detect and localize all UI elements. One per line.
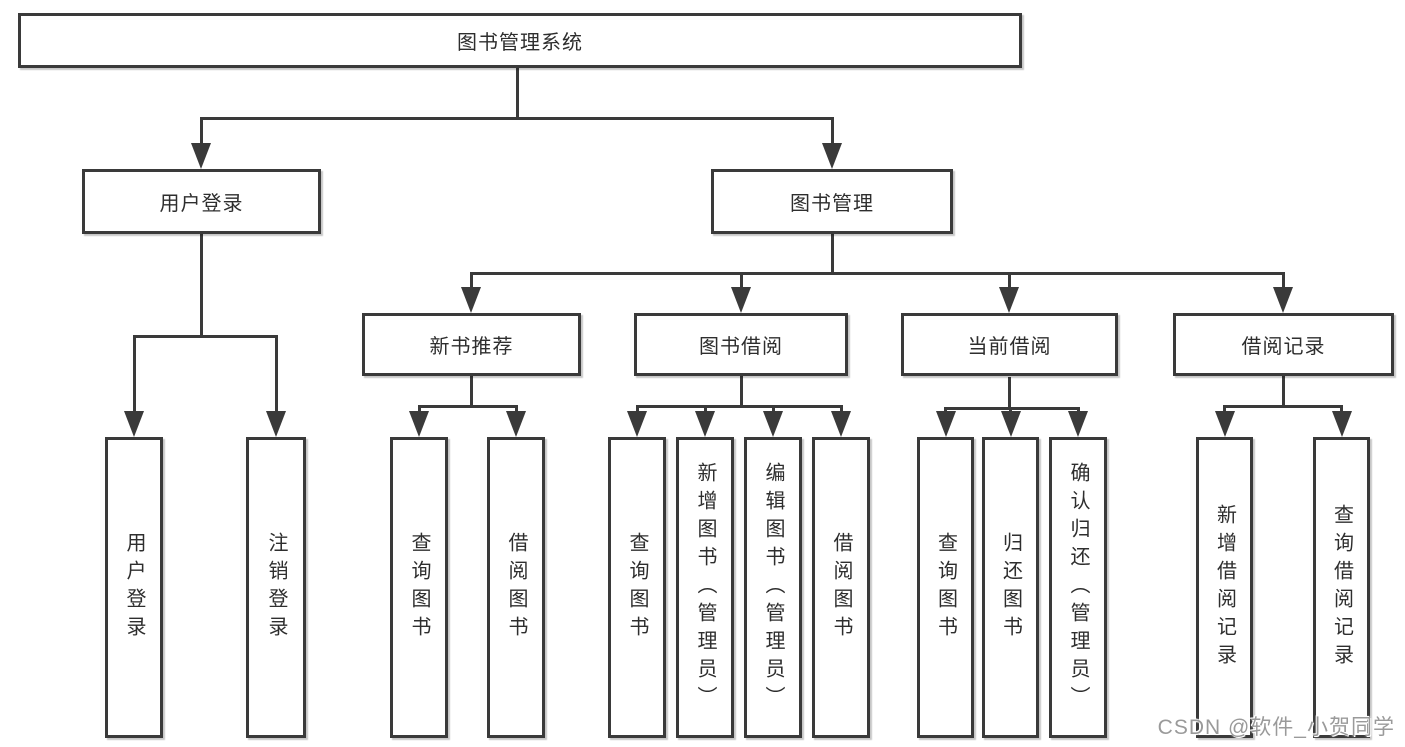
leaf-label: 借阅图书 xyxy=(830,531,852,644)
arrowhead-icon xyxy=(409,411,429,437)
node-user-login: 用户登录 xyxy=(82,169,321,234)
node-borrow-records: 借阅记录 xyxy=(1173,313,1394,376)
leaf-query-books-current: 查询图书 xyxy=(917,437,974,738)
csdn-watermark: CSDN @软件_小贺同学 xyxy=(1157,716,1395,739)
connector-line xyxy=(636,405,843,408)
connector-line xyxy=(831,234,834,272)
node-current-borrow: 当前借阅 xyxy=(901,313,1118,376)
arrowhead-icon xyxy=(822,143,842,169)
connector-line xyxy=(470,272,473,289)
arrowhead-icon xyxy=(266,411,286,437)
node-label: 用户登录 xyxy=(159,193,244,215)
connector-line xyxy=(740,376,743,405)
connector-line xyxy=(831,117,834,145)
leaf-label: 确认归还（管理员） xyxy=(1067,461,1089,714)
connector-line xyxy=(1009,407,1012,413)
leaf-label: 新增图书（管理员） xyxy=(694,461,716,714)
arrowhead-icon xyxy=(999,287,1019,313)
connector-line xyxy=(1008,377,1011,407)
leaf-add-borrow-record: 新增借阅记录 xyxy=(1196,437,1253,738)
connector-line xyxy=(470,376,473,405)
arrowhead-icon xyxy=(191,143,211,169)
leaf-label: 查询图书 xyxy=(626,531,648,644)
arrowhead-icon xyxy=(506,411,526,437)
arrowhead-icon xyxy=(1215,411,1235,437)
leaf-query-books-recommend: 查询图书 xyxy=(390,437,448,738)
arrowhead-icon xyxy=(1332,411,1352,437)
connector-line xyxy=(470,272,1284,275)
leaf-label: 查询图书 xyxy=(934,531,957,644)
leaf-label: 查询图书 xyxy=(408,531,430,644)
connector-line xyxy=(200,117,834,120)
connector-line xyxy=(704,405,707,413)
leaf-logout: 注销登录 xyxy=(246,437,306,738)
arrowhead-icon xyxy=(831,411,851,437)
leaf-label: 用户登录 xyxy=(123,531,145,644)
connector-line xyxy=(1282,376,1285,405)
arrowhead-icon xyxy=(627,411,647,437)
connector-line xyxy=(418,405,518,408)
leaf-label: 新增借阅记录 xyxy=(1213,503,1236,672)
connector-line xyxy=(840,405,843,413)
node-library-management-system: 图书管理系统 xyxy=(18,13,1022,68)
arrowhead-icon xyxy=(695,411,715,437)
node-label: 当前借阅 xyxy=(967,336,1052,358)
arrowhead-icon xyxy=(461,287,481,313)
leaf-add-book-admin: 新增图书（管理员） xyxy=(676,437,734,738)
connector-line xyxy=(1340,405,1343,413)
leaf-return-book: 归还图书 xyxy=(982,437,1039,738)
connector-line xyxy=(200,117,203,145)
connector-line xyxy=(1077,407,1080,413)
leaf-query-borrow-record: 查询借阅记录 xyxy=(1313,437,1370,738)
arrowhead-icon xyxy=(731,287,751,313)
connector-line xyxy=(516,68,519,117)
arrowhead-icon xyxy=(1068,411,1088,437)
connector-line xyxy=(418,405,421,413)
node-label: 新书推荐 xyxy=(429,336,514,358)
leaf-label: 查询借阅记录 xyxy=(1330,503,1353,672)
connector-line xyxy=(1008,272,1011,289)
connector-line xyxy=(1223,405,1343,408)
node-label: 图书借阅 xyxy=(699,336,783,358)
connector-line xyxy=(515,405,518,413)
connector-line xyxy=(740,272,743,289)
arrowhead-icon xyxy=(1273,287,1293,313)
leaf-label: 借阅图书 xyxy=(505,531,527,644)
node-label: 图书管理系统 xyxy=(457,32,583,54)
node-book-borrow: 图书借阅 xyxy=(634,313,848,376)
connector-line xyxy=(636,405,639,413)
leaf-confirm-return-admin: 确认归还（管理员） xyxy=(1049,437,1107,738)
connector-line xyxy=(275,335,278,413)
connector-line xyxy=(133,335,277,338)
leaf-label: 归还图书 xyxy=(999,531,1022,644)
arrowhead-icon xyxy=(763,411,783,437)
node-label: 借阅记录 xyxy=(1241,336,1326,358)
connector-line xyxy=(1223,405,1226,413)
connector-line xyxy=(133,335,136,413)
arrowhead-icon xyxy=(124,411,144,437)
leaf-label: 注销登录 xyxy=(265,531,287,644)
leaf-user-login: 用户登录 xyxy=(105,437,163,738)
connector-line xyxy=(772,405,775,413)
leaf-borrow-books-recommend: 借阅图书 xyxy=(487,437,545,738)
leaf-query-books-borrow: 查询图书 xyxy=(608,437,666,738)
connector-line xyxy=(944,407,1080,410)
leaf-edit-book-admin: 编辑图书（管理员） xyxy=(744,437,802,738)
node-label: 图书管理 xyxy=(790,193,874,215)
connector-line xyxy=(200,234,203,335)
node-book-management: 图书管理 xyxy=(711,169,953,234)
connector-line xyxy=(1282,272,1285,289)
leaf-label: 编辑图书（管理员） xyxy=(762,461,784,714)
node-new-book-recommend: 新书推荐 xyxy=(362,313,581,376)
connector-line xyxy=(944,407,947,413)
leaf-borrow-books-borrow: 借阅图书 xyxy=(812,437,870,738)
arrowhead-icon xyxy=(1001,411,1021,437)
arrowhead-icon xyxy=(936,411,956,437)
